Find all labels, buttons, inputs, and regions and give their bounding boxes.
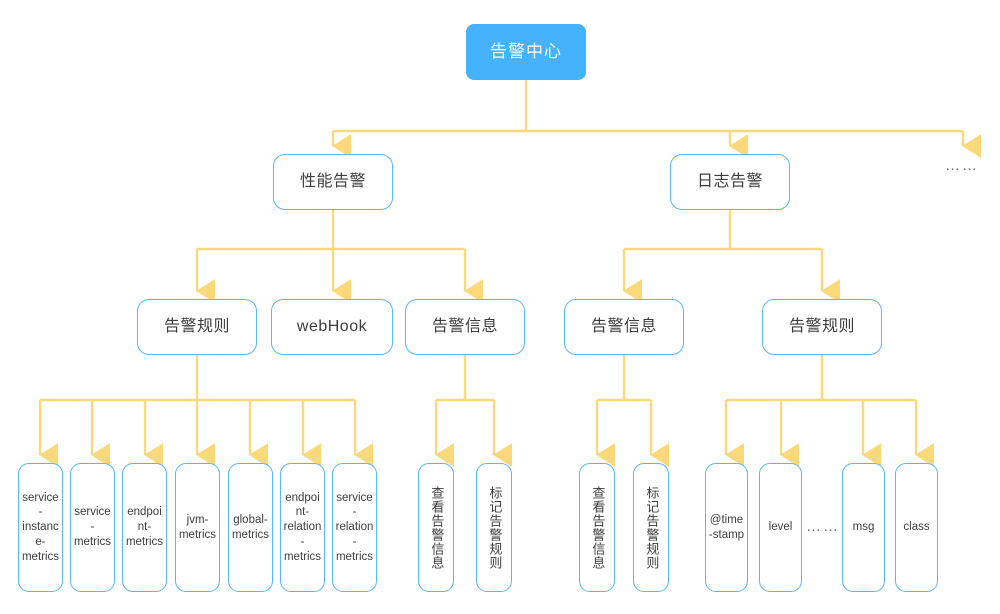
leaf-log-mark-alarm-rule[interactable]: 标记告警规则 <box>633 463 669 592</box>
leaf-label: class <box>903 521 930 534</box>
leaf-label: service-metrics <box>73 506 112 548</box>
node-performance-alarm[interactable]: 性能告警 <box>273 154 393 210</box>
node-log-alarm-info[interactable]: 告警信息 <box>564 299 684 355</box>
node-alarm-center-label: 告警中心 <box>490 42 562 62</box>
leaf-endpoint-metrics[interactable]: endpoint-metrics <box>122 463 167 592</box>
leaf-endpoint-relation-metrics[interactable]: endpoint-relation-metrics <box>280 463 325 592</box>
leaf-label: jvm-metrics <box>178 513 217 541</box>
leaf-label: 标记告警规则 <box>487 485 503 570</box>
node-perf-alarm-rule[interactable]: 告警规则 <box>137 299 257 355</box>
leaf-perf-mark-alarm-rule[interactable]: 标记告警规则 <box>476 463 512 592</box>
node-performance-alarm-label: 性能告警 <box>299 172 366 190</box>
leaf-label: 标记告警规则 <box>644 485 660 570</box>
node-log-alarm-rule[interactable]: 告警规则 <box>762 299 882 355</box>
leaf-label: service-instance-metrics <box>21 491 60 563</box>
leaf-label: endpoint-relation-metrics <box>283 491 322 563</box>
node-log-alarm-label: 日志告警 <box>696 172 763 190</box>
leaf-label: service-relation-metrics <box>335 491 374 563</box>
leaf-field-level[interactable]: level <box>759 463 802 592</box>
leaf-service-relation-metrics[interactable]: service-relation-metrics <box>332 463 377 592</box>
node-webhook-label: webHook <box>296 317 368 335</box>
leaf-label: global-metrics <box>231 513 270 541</box>
node-webhook[interactable]: webHook <box>271 299 393 355</box>
leaf-label: 查看告警信息 <box>590 485 606 570</box>
node-perf-alarm-info[interactable]: 告警信息 <box>405 299 525 355</box>
node-alarm-center[interactable]: 告警中心 <box>466 24 586 80</box>
leaf-label: 查看告警信息 <box>429 485 445 570</box>
leaf-label: msg <box>852 521 875 534</box>
leaf-perf-view-alarm-info[interactable]: 查看告警信息 <box>418 463 454 592</box>
node-log-alarm[interactable]: 日志告警 <box>670 154 790 210</box>
ellipsis-log-fields: …… <box>806 518 840 535</box>
leaf-log-view-alarm-info[interactable]: 查看告警信息 <box>579 463 615 592</box>
node-log-alarm-info-label: 告警信息 <box>590 317 657 335</box>
leaf-jvm-metrics[interactable]: jvm-metrics <box>175 463 220 592</box>
leaf-field-class[interactable]: class <box>895 463 938 592</box>
ellipsis-level2: …… <box>945 157 979 174</box>
leaf-service-instance-metrics[interactable]: service-instance-metrics <box>18 463 63 592</box>
leaf-service-metrics[interactable]: service-metrics <box>70 463 115 592</box>
leaf-field-msg[interactable]: msg <box>842 463 885 592</box>
node-log-alarm-rule-label: 告警规则 <box>788 317 855 335</box>
node-perf-alarm-info-label: 告警信息 <box>431 317 498 335</box>
leaf-field-timestamp[interactable]: @time-stamp <box>705 463 748 592</box>
leaf-label: @time-stamp <box>708 513 745 541</box>
node-perf-alarm-rule-label: 告警规则 <box>163 317 230 335</box>
leaf-global-metrics[interactable]: global-metrics <box>228 463 273 592</box>
leaf-label: endpoint-metrics <box>125 506 164 548</box>
leaf-label: level <box>768 521 793 534</box>
